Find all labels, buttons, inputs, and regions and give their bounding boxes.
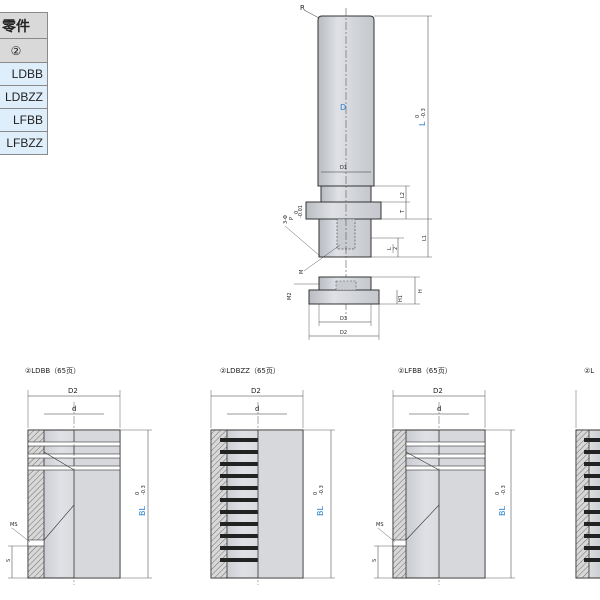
table-row: LDBB bbox=[0, 62, 48, 86]
variant-caption: ②L bbox=[584, 367, 594, 375]
table-row: LFBZZ bbox=[0, 131, 48, 155]
label-l-tol-top: 0 bbox=[415, 115, 421, 118]
label-l: L bbox=[418, 121, 427, 126]
label-small-1: 3-Φ bbox=[283, 215, 289, 224]
label-t: T bbox=[400, 209, 406, 214]
label-d2: D2 bbox=[68, 387, 78, 395]
label-h: H bbox=[418, 289, 424, 293]
parts-table: 零件 ② LDBB LDBZZ LFBB LFBZZ bbox=[0, 12, 48, 155]
label-d2: D2 bbox=[251, 387, 261, 395]
variant-ldbb: ②LDBB（65页） D2 d BL 0 -0.3 MS S bbox=[6, 367, 152, 585]
table-header: 零件 bbox=[0, 12, 48, 39]
label-bl-tol-bottom: -0.3 bbox=[501, 485, 507, 495]
bush-flange bbox=[308, 289, 380, 305]
label-l2: L2 bbox=[400, 192, 406, 198]
label-d2: D2 bbox=[433, 387, 443, 395]
label-l1: L1 bbox=[422, 235, 428, 241]
label-bl-tol-top: 0 bbox=[313, 492, 319, 495]
label-small-3: 0 bbox=[294, 211, 300, 214]
stripe-group bbox=[220, 438, 258, 562]
label-l-tol-bottom: -0.3 bbox=[421, 108, 427, 118]
label-m: M bbox=[299, 270, 305, 274]
label-d1: D1 bbox=[340, 165, 347, 171]
label-h1: H1 bbox=[398, 295, 404, 302]
label-small-4: -0.01 bbox=[298, 205, 304, 218]
label-s: S bbox=[372, 559, 378, 562]
label-s: S bbox=[6, 559, 12, 562]
label-d: D bbox=[340, 103, 346, 112]
label-ms: MS bbox=[10, 522, 18, 528]
label-small-2: P bbox=[289, 217, 295, 220]
variant-partial: ②L bbox=[575, 367, 600, 579]
pin-flange bbox=[305, 201, 382, 220]
label-bl: BL bbox=[316, 506, 325, 516]
label-d2: D2 bbox=[340, 330, 347, 336]
label-ms: MS bbox=[376, 522, 384, 528]
variant-lfbb: ②LFBB（65页） D2 d BL 0 -0.3 MS S bbox=[372, 367, 515, 585]
label-d3: D3 bbox=[340, 316, 347, 322]
variant-caption: ②LDBZZ（65页） bbox=[220, 367, 280, 375]
label-bl: BL bbox=[138, 506, 147, 516]
label-d: d bbox=[255, 405, 259, 413]
pin-drawing: R D D1 L 0 -0.3 L2 T L1 L 2 3-Φ P 0 bbox=[283, 4, 432, 320]
label-m2: M2 bbox=[287, 293, 293, 301]
label-l-half-num: L bbox=[387, 247, 393, 250]
table-row: LFBB bbox=[0, 108, 48, 132]
table-row: LDBZZ bbox=[0, 85, 48, 109]
label-bl-tol-bottom: -0.3 bbox=[141, 485, 147, 495]
label-r: R bbox=[300, 4, 305, 12]
label-bl-tol-top: 0 bbox=[495, 492, 501, 495]
label-bl: BL bbox=[498, 506, 507, 516]
variant-caption: ②LDBB（65页） bbox=[25, 367, 80, 375]
variant-ldbzz: ②LDBZZ（65页） D2 d BL 0 -0.3 bbox=[210, 367, 335, 585]
label-bl-tol-top: 0 bbox=[135, 492, 141, 495]
variant-caption: ②LFBB（65页） bbox=[398, 367, 452, 375]
label-bl-tol-bottom: -0.3 bbox=[319, 485, 325, 495]
label-l-half-den: 2 bbox=[393, 247, 399, 250]
bush-drawing: H H1 M2 D3 D2 bbox=[287, 276, 424, 340]
